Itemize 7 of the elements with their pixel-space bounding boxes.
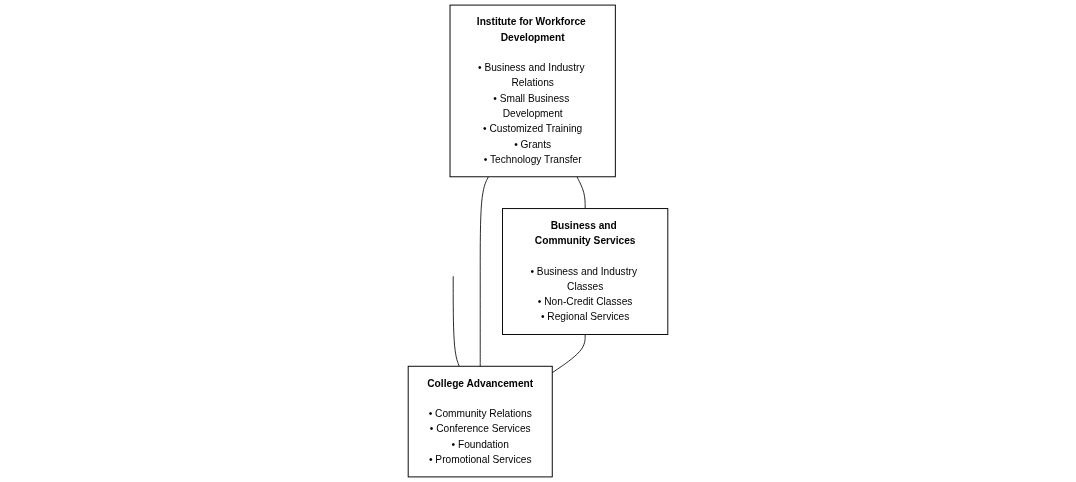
node-box: Business and Community Services • Business and Industry Classes • Non-Credit Classes • Regional Services — [502, 208, 669, 335]
node-box: Institute for Workforce Development • Business and Industry Relations • Small Business Development • Customized Training • Grants • Technology Transfer — [449, 4, 616, 178]
connector — [479, 176, 489, 367]
connector — [551, 334, 586, 374]
connector — [576, 176, 586, 209]
connector — [452, 275, 460, 367]
node-box: College Advancement • Community Relations • Conference Services • Foundation • Promotional Services — [407, 365, 553, 478]
